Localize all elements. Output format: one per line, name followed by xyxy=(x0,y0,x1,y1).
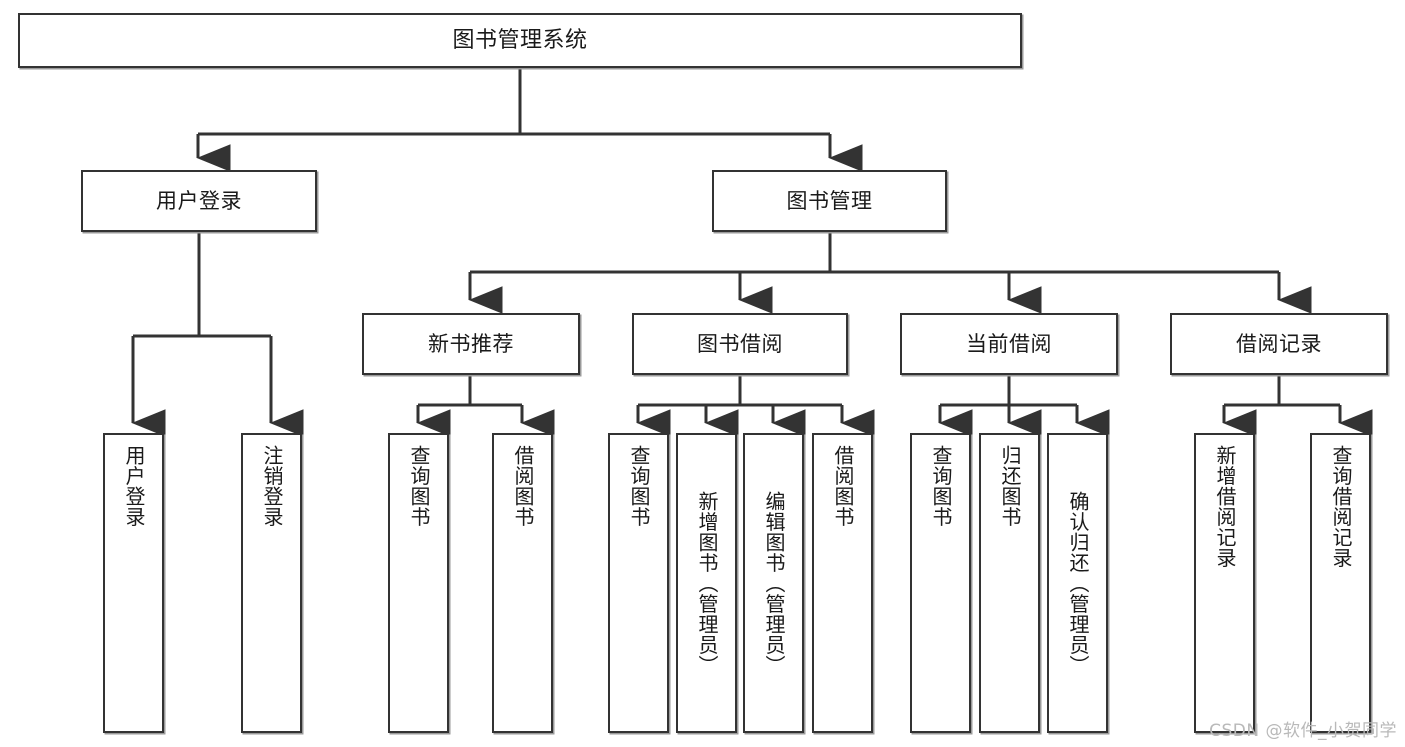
leaf-book-borrow-edit-book-label: 编辑图书（管理员） xyxy=(762,490,786,676)
leaf-book-borrow-borrow-book[interactable]: 借阅图书 xyxy=(812,433,873,733)
leaf-borrow-record-add-record-label: 新增借阅记录 xyxy=(1213,445,1237,568)
leaf-book-borrow-edit-book[interactable]: 编辑图书（管理员） xyxy=(743,433,804,733)
node-current-borrow[interactable]: 当前借阅 xyxy=(900,313,1118,375)
leaf-user-login-logout[interactable]: 注销登录 xyxy=(241,433,302,733)
node-book-borrow-label: 图书借阅 xyxy=(697,331,783,356)
leaf-current-borrow-query-book-label: 查询图书 xyxy=(929,445,953,527)
node-borrow-record[interactable]: 借阅记录 xyxy=(1170,313,1388,375)
leaf-new-book-borrow-book-label: 借阅图书 xyxy=(511,445,535,527)
csdn-watermark: CSDN @软件_小贺同学 xyxy=(1209,721,1397,741)
leaf-current-borrow-confirm-return-label: 确认归还（管理员） xyxy=(1066,490,1090,676)
node-new-book-recommend-label: 新书推荐 xyxy=(428,331,514,356)
leaf-new-book-query-book-label: 查询图书 xyxy=(407,445,431,527)
node-user-login-label: 用户登录 xyxy=(156,188,242,213)
node-new-book-recommend[interactable]: 新书推荐 xyxy=(362,313,580,375)
node-current-borrow-label: 当前借阅 xyxy=(966,331,1052,356)
node-book-borrow[interactable]: 图书借阅 xyxy=(632,313,848,375)
node-book-management[interactable]: 图书管理 xyxy=(712,170,947,232)
leaf-book-borrow-add-book[interactable]: 新增图书（管理员） xyxy=(676,433,737,733)
leaf-current-borrow-return-book[interactable]: 归还图书 xyxy=(979,433,1040,733)
node-root-label: 图书管理系统 xyxy=(452,27,588,53)
leaf-borrow-record-query-record-label: 查询借阅记录 xyxy=(1329,445,1353,568)
leaf-current-borrow-confirm-return[interactable]: 确认归还（管理员） xyxy=(1047,433,1108,733)
leaf-user-login-login-label: 用户登录 xyxy=(122,445,146,527)
leaf-book-borrow-add-book-label: 新增图书（管理员） xyxy=(695,490,719,676)
node-root-book-management-system[interactable]: 图书管理系统 xyxy=(18,13,1022,68)
node-book-management-label: 图书管理 xyxy=(786,188,873,213)
leaf-borrow-record-add-record[interactable]: 新增借阅记录 xyxy=(1194,433,1255,733)
leaf-current-borrow-query-book[interactable]: 查询图书 xyxy=(910,433,971,733)
leaf-book-borrow-query-book[interactable]: 查询图书 xyxy=(608,433,669,733)
leaf-new-book-query-book[interactable]: 查询图书 xyxy=(388,433,449,733)
leaf-user-login-login[interactable]: 用户登录 xyxy=(103,433,164,733)
node-user-login[interactable]: 用户登录 xyxy=(81,170,317,232)
leaf-borrow-record-query-record[interactable]: 查询借阅记录 xyxy=(1310,433,1371,733)
leaf-current-borrow-return-book-label: 归还图书 xyxy=(998,445,1022,527)
leaf-book-borrow-borrow-book-label: 借阅图书 xyxy=(831,445,855,527)
leaf-new-book-borrow-book[interactable]: 借阅图书 xyxy=(492,433,553,733)
leaf-book-borrow-query-book-label: 查询图书 xyxy=(627,445,651,527)
node-borrow-record-label: 借阅记录 xyxy=(1236,331,1322,356)
leaf-user-login-logout-label: 注销登录 xyxy=(260,445,284,527)
